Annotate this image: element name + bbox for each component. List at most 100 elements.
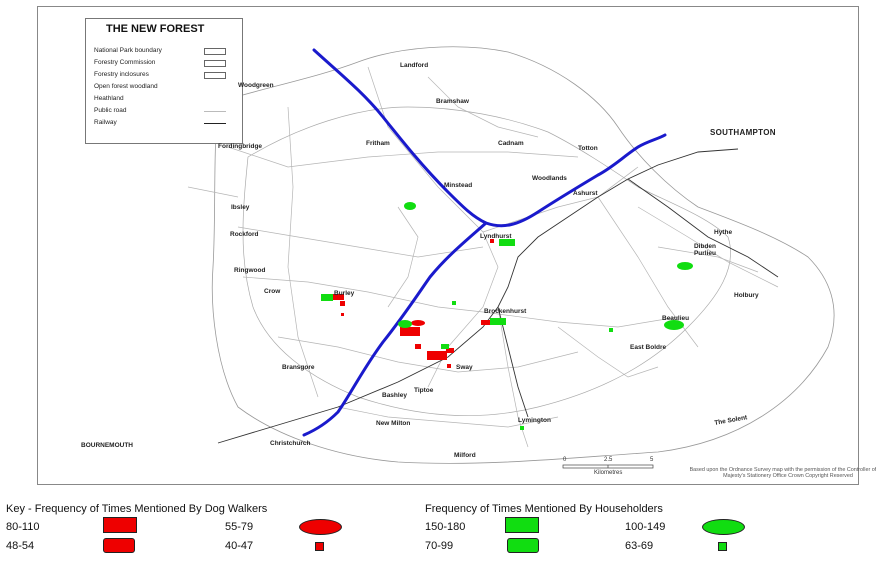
marker-house <box>664 320 684 330</box>
national-park-boundary <box>211 46 835 464</box>
place-label: Minstead <box>444 182 473 189</box>
place-label: Lymington <box>518 417 551 424</box>
key-symbol-green-rect <box>505 517 539 533</box>
key-label: 150-180 <box>425 521 466 533</box>
legend-item: Open forest woodland <box>94 83 158 90</box>
key-label: 48-54 <box>6 540 35 552</box>
key-symbol-green-square <box>718 542 727 551</box>
marker-house <box>677 262 693 270</box>
key-label: 100-149 <box>625 521 666 533</box>
legend-symbol-railway <box>204 123 226 124</box>
place-label: Burley <box>334 290 355 297</box>
place-label: Woodlands <box>532 175 567 182</box>
map-legend: THE NEW FOREST National Park boundary Fo… <box>85 18 243 144</box>
marker-dog <box>415 344 421 349</box>
legend-item: Public road <box>94 107 127 114</box>
key-symbol-green-rounded <box>507 538 539 553</box>
marker-dog <box>411 320 425 326</box>
place-label: Dibden Purlieu <box>693 243 717 257</box>
base-map <box>187 46 835 469</box>
place-label: SOUTHAMPTON <box>710 128 776 137</box>
place-label: Milford <box>454 452 476 459</box>
marker-house <box>520 426 524 430</box>
dog-walkers-key-title: Key - Frequency of Times Mentioned By Do… <box>6 503 268 515</box>
place-label: Rockford <box>230 231 259 238</box>
key-symbol-red-rect <box>103 517 137 533</box>
place-label: Ringwood <box>234 267 266 274</box>
key-label: 55-79 <box>225 521 254 533</box>
key-symbol-red-square <box>315 542 324 551</box>
place-label: Cadnam <box>498 140 524 147</box>
map-frame: THE NEW FOREST National Park boundary Fo… <box>37 6 876 485</box>
legend-item: Railway <box>94 119 117 126</box>
place-label: East Boldre <box>630 344 667 351</box>
place-label: Bashley <box>382 392 407 399</box>
place-label: Brockenhurst <box>484 308 527 315</box>
marker-dog <box>427 351 447 360</box>
place-label: Ibsley <box>231 204 250 211</box>
legend-item: Forestry inclosures <box>94 71 149 78</box>
place-label: Bransgore <box>282 364 315 371</box>
householders-key-title: Frequency of Times Mentioned By Househol… <box>425 503 663 515</box>
key-symbol-red-rounded <box>103 538 135 553</box>
legend-symbol-box <box>204 48 226 55</box>
place-label: Hythe <box>714 229 733 236</box>
survey-markers <box>321 202 693 430</box>
place-label: Tiptoe <box>414 387 434 394</box>
scale-tick: 0 <box>563 457 567 463</box>
route-line <box>302 48 667 437</box>
legend-label: National Park boundary <box>94 47 162 54</box>
marker-house <box>321 294 333 301</box>
place-label: Crow <box>264 288 281 295</box>
legend-symbol-box <box>204 72 226 79</box>
place-label: Landford <box>400 62 429 69</box>
marker-dog <box>446 348 454 353</box>
map-title: THE NEW FOREST <box>106 23 205 35</box>
key-label: 40-47 <box>225 540 254 552</box>
legend-label: Railway <box>94 119 117 126</box>
legend-label: Heathland <box>94 95 124 102</box>
key-symbol-green-ellipse <box>702 519 745 535</box>
marker-dog <box>341 313 344 316</box>
marker-house <box>452 301 456 305</box>
place-label: Fordingbridge <box>218 143 263 150</box>
legend-label: Forestry inclosures <box>94 71 149 78</box>
marker-dog <box>481 320 491 325</box>
place-label: Woodgreen <box>238 82 274 89</box>
legend-item: Forestry Commission <box>94 59 155 66</box>
scale-tick: 5 <box>650 457 654 463</box>
marker-house <box>404 202 416 210</box>
legend-item: National Park boundary <box>94 47 162 54</box>
marker-dog <box>332 294 344 300</box>
scale-label: Kilometres <box>594 470 623 476</box>
legend-label: Open forest woodland <box>94 83 158 90</box>
key-label: 70-99 <box>425 540 454 552</box>
marker-house <box>398 320 412 328</box>
marker-house <box>441 344 449 349</box>
legend-item: Heathland <box>94 95 124 102</box>
marker-house <box>499 239 515 246</box>
scale-tick: 2.5 <box>604 457 613 463</box>
place-label: New Milton <box>376 420 411 427</box>
scale-bar-graphic <box>562 464 654 469</box>
legend-symbol-box <box>204 60 226 67</box>
place-label: BOURNEMOUTH <box>81 442 133 449</box>
place-label: Bramshaw <box>436 98 469 105</box>
place-label: Totton <box>578 145 598 152</box>
marker-dog <box>490 239 494 243</box>
place-label: Holbury <box>734 292 759 299</box>
place-label: Beaulieu <box>662 315 690 322</box>
public-roads <box>187 66 779 448</box>
key-symbol-red-ellipse <box>299 519 342 535</box>
marker-dog <box>400 327 420 336</box>
place-label: Sway <box>456 364 473 371</box>
marker-house <box>609 328 613 332</box>
legend-label: Public road <box>94 107 127 114</box>
marker-dog <box>340 301 345 306</box>
legend-label: Forestry Commission <box>94 59 156 66</box>
key-label: 63-69 <box>625 540 654 552</box>
place-label: Christchurch <box>270 440 311 447</box>
place-label: Lyndhurst <box>480 233 512 240</box>
key-label: 80-110 <box>6 521 40 533</box>
place-label: Fritham <box>366 140 390 147</box>
